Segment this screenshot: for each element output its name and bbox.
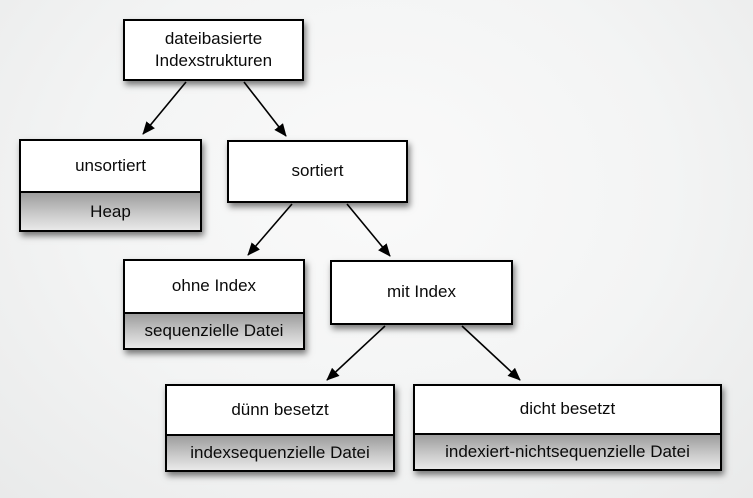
node-dateibasierte-indexstrukturen: dateibasierte Indexstrukturen [123,19,304,81]
edge-mit-index-duenn-besetzt [326,325,386,381]
node-label: sortiert [229,142,406,201]
edge-sortiert-ohne-index [247,203,293,256]
node-label: dateibasierte Indexstrukturen [125,21,302,79]
node-sublabel: indexsequenzielle Datei [167,434,393,470]
edge-mit-index-dicht-besetzt [461,325,521,381]
node-label: dünn besetzt [167,386,393,434]
node-mit-index: mit Index [330,260,513,325]
node-ohne-index: ohne Index sequenzielle Datei [123,259,305,350]
node-sublabel: sequenzielle Datei [125,312,303,348]
node-sublabel: Heap [21,191,200,230]
node-duenn-besetzt: dünn besetzt indexsequenzielle Datei [165,384,395,472]
node-label: ohne Index [125,261,303,312]
node-label: mit Index [332,262,511,323]
node-sortiert: sortiert [227,140,408,203]
node-label: dicht besetzt [415,386,720,433]
edge-sortiert-mit-index [346,203,391,257]
edge-root-sortiert [243,81,287,137]
edge-root-unsortiert [142,81,187,135]
node-sublabel: indexiert-nichtsequenzielle Datei [415,433,720,469]
node-label: unsortiert [21,141,200,191]
node-unsortiert: unsortiert Heap [19,139,202,232]
node-dicht-besetzt: dicht besetzt indexiert-nichtsequenziell… [413,384,722,471]
